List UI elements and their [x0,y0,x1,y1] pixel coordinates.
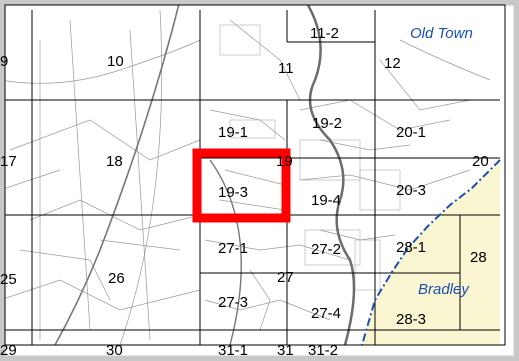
grid-label-19-4[interactable]: 19-4 [311,192,341,209]
grid-label-30[interactable]: 30 [106,342,123,359]
parcel-lines [0,9,491,346]
grid-label-29[interactable]: 29 [0,342,17,359]
grid-label-18[interactable]: 18 [106,153,123,170]
town-label-old-town: Old Town [410,25,473,42]
grid-label-11-2[interactable]: 11-2 [310,25,339,42]
grid-label-20-3[interactable]: 20-3 [396,182,426,199]
grid-label-28-3[interactable]: 28-3 [396,311,426,328]
grid-label-31[interactable]: 31 [277,342,294,359]
grid-label-28[interactable]: 28 [470,249,487,266]
grid-label-19-1[interactable]: 19-1 [218,124,248,141]
grid-label-27[interactable]: 27 [277,269,294,286]
highlighted-sheet-19-3[interactable] [192,148,291,223]
grid-label-12[interactable]: 12 [384,55,401,72]
grid-label-31-1[interactable]: 31-1 [218,342,248,359]
grid-label-27-1[interactable]: 27-1 [218,240,248,257]
grid-label-17[interactable]: 17 [0,153,17,170]
road [209,159,242,346]
grid-label-10[interactable]: 10 [107,53,124,70]
grid-label-31-2[interactable]: 31-2 [308,342,338,359]
grid-label-27-3[interactable]: 27-3 [218,294,248,311]
grid-label-26[interactable]: 26 [108,270,125,287]
map-border [4,4,506,346]
outside-town-area [362,160,500,345]
grid-label-25[interactable]: 25 [0,271,17,288]
grid-label-11[interactable]: 11 [278,60,294,77]
grid-label-27-2[interactable]: 27-2 [311,241,341,258]
grid-label-layer: 9 10 11 11-2 12 17 18 19-1 19-2 19 19-3 19-4 20-1 20 2… [0,25,489,359]
grid-label-20[interactable]: 20 [472,153,489,170]
town-label-bradley: Bradley [418,281,470,298]
grid-label-27-4[interactable]: 27-4 [311,305,341,322]
grid-label-19-2[interactable]: 19-2 [312,115,342,132]
grid-label-9[interactable]: 9 [0,53,8,70]
grid-label-20-1[interactable]: 20-1 [396,124,426,141]
town-boundary [361,159,501,346]
grid-label-28-1[interactable]: 28-1 [396,239,426,256]
river [303,0,356,346]
grid-label-19[interactable]: 19 [276,153,293,170]
road [54,0,181,346]
grid-label-19-3[interactable]: 19-3 [218,184,248,201]
parcel-blocks [219,24,401,291]
